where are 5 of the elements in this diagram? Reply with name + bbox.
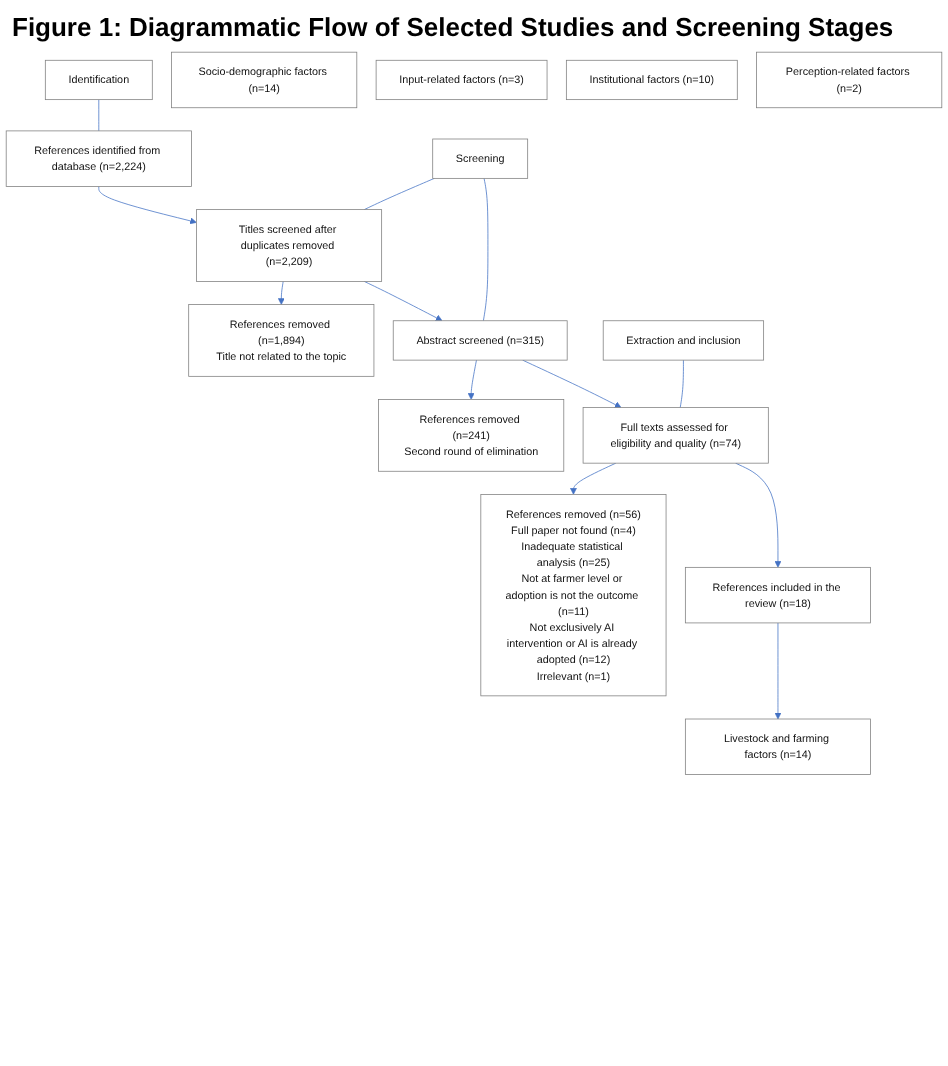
connector: [483, 177, 489, 322]
connector: [679, 359, 684, 408]
connector: [363, 177, 435, 210]
connector: [98, 99, 100, 132]
figure-title: Figure 1: Diagrammatic Flow of Selected Studies and Screening Stages: [10, 10, 896, 46]
